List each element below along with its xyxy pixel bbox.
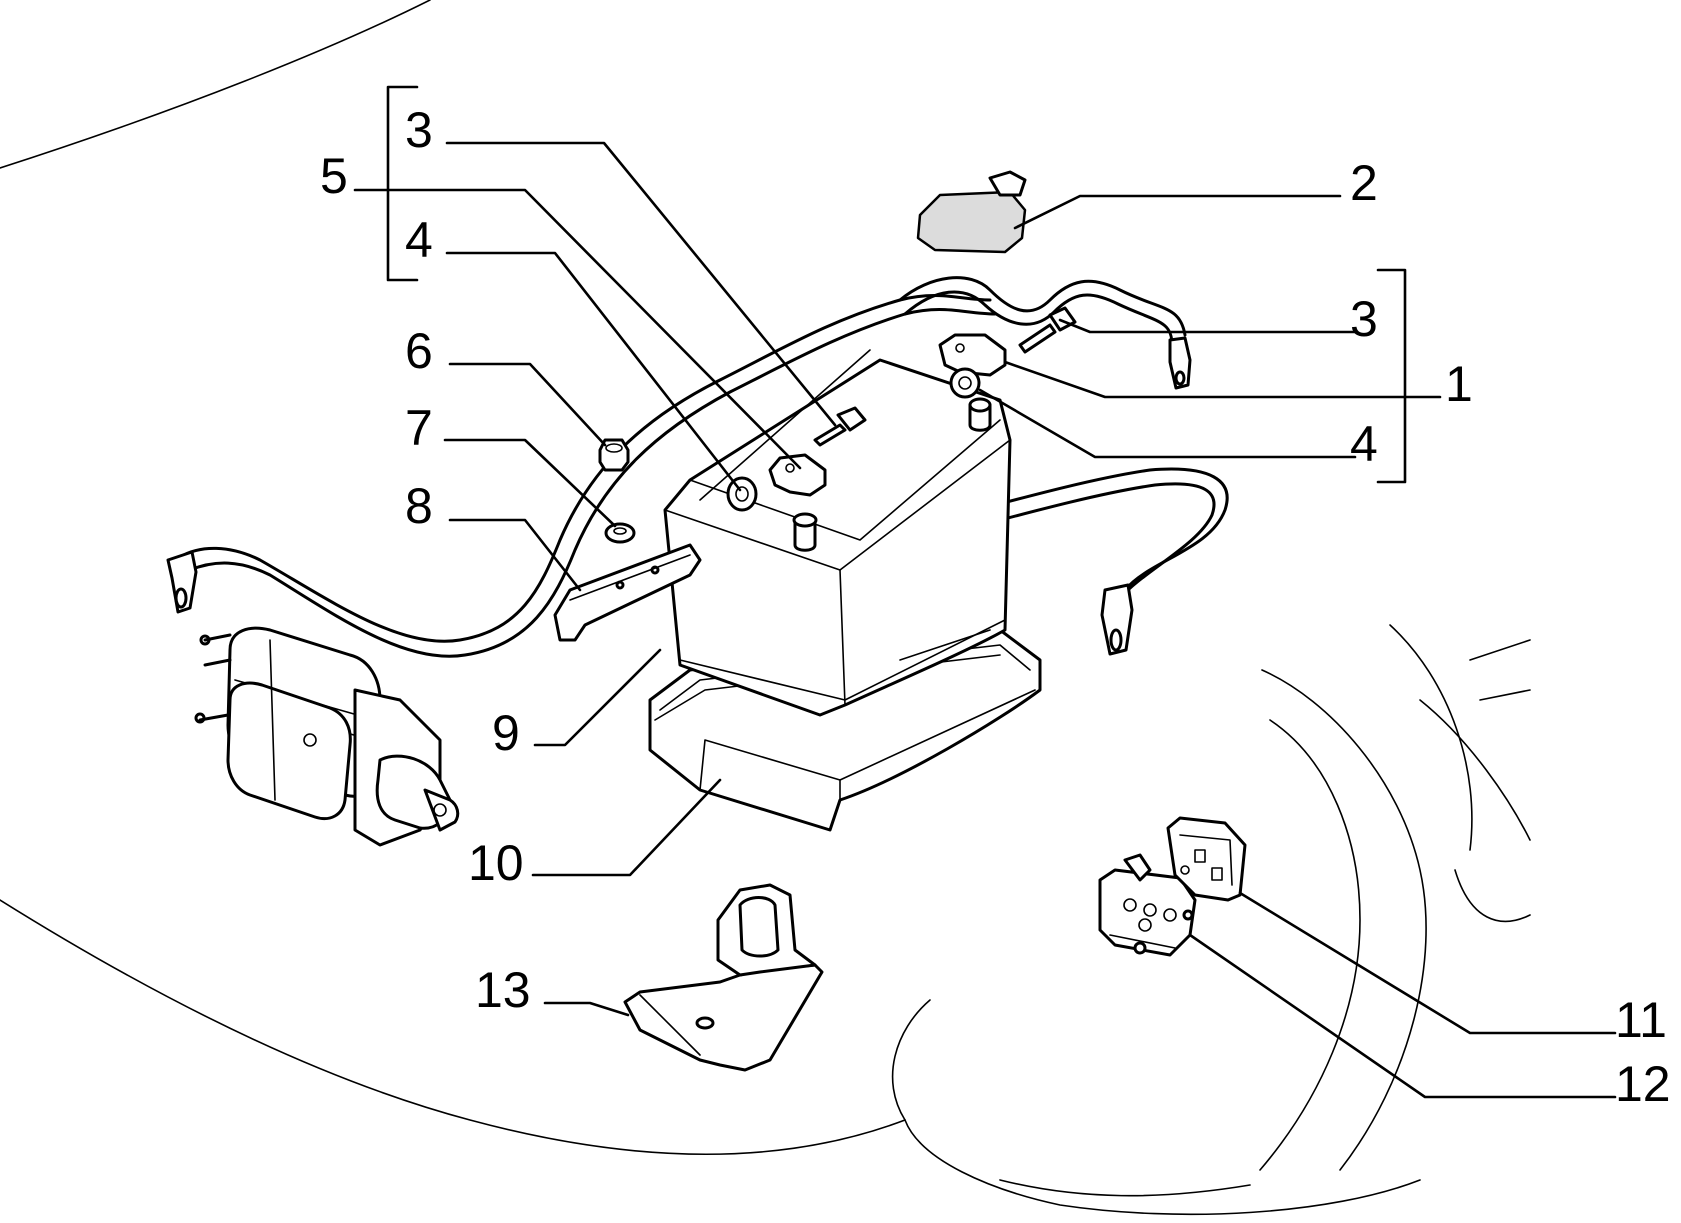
- leader-4-left: [445, 251, 742, 492]
- callout-3-left: 3: [405, 102, 433, 158]
- callout-12: 12: [1615, 1056, 1671, 1112]
- callout-1: 1: [1445, 356, 1473, 412]
- callout-6: 6: [405, 323, 433, 379]
- callout-5: 5: [320, 148, 348, 204]
- leader-8: [448, 518, 582, 592]
- leader-3-right: [1058, 318, 1357, 334]
- washer: [604, 522, 636, 544]
- leader-5: [353, 188, 802, 470]
- callout-10: 10: [468, 835, 524, 891]
- positive-terminal-clamp: [938, 333, 1007, 377]
- callout-7: 7: [405, 400, 433, 456]
- leader-11: [1238, 891, 1617, 1035]
- terminal-washer-left: [726, 476, 758, 512]
- callout-3-right: 3: [1350, 291, 1378, 347]
- callout-labels: 3 5 4 6 7 8 9 10 13 2 3 1 4 11 12: [320, 102, 1671, 1112]
- leader-7: [443, 438, 617, 528]
- hold-down-bracket: [553, 543, 702, 642]
- callout-8: 8: [405, 478, 433, 534]
- leader-lines: [353, 141, 1617, 1099]
- leader-3-left: [445, 141, 837, 427]
- terminal-washer-right: [949, 367, 981, 399]
- relay-base: [1098, 853, 1197, 957]
- left-group-bracket: [386, 85, 419, 282]
- callout-4-right: 4: [1350, 416, 1378, 472]
- leader-9: [533, 648, 662, 747]
- leader-1: [1003, 360, 1442, 399]
- leader-12: [1188, 933, 1617, 1099]
- nut: [598, 438, 630, 472]
- leader-10: [531, 778, 722, 877]
- terminal-bolt-left: [813, 406, 867, 447]
- right-group-bracket: [1376, 268, 1407, 484]
- leader-13: [543, 1001, 630, 1017]
- callout-13: 13: [475, 962, 531, 1018]
- cable-lug-right: [1168, 336, 1192, 390]
- callout-2: 2: [1350, 155, 1378, 211]
- callout-9: 9: [492, 705, 520, 761]
- terminal-cover: [916, 170, 1027, 254]
- relay-cover: [1166, 816, 1247, 902]
- leader-6: [448, 362, 607, 447]
- leader-2: [1013, 194, 1342, 230]
- positive-cable: [166, 294, 997, 658]
- cable-clip-bracket: [623, 883, 824, 1072]
- callout-4-left: 4: [405, 212, 433, 268]
- vehicle-body-outline: [0, 0, 1531, 1216]
- terminal-bolt-right: [1018, 306, 1077, 354]
- callout-11: 11: [1615, 992, 1667, 1048]
- starter-motor: [194, 626, 460, 847]
- leader-4-right: [978, 388, 1357, 459]
